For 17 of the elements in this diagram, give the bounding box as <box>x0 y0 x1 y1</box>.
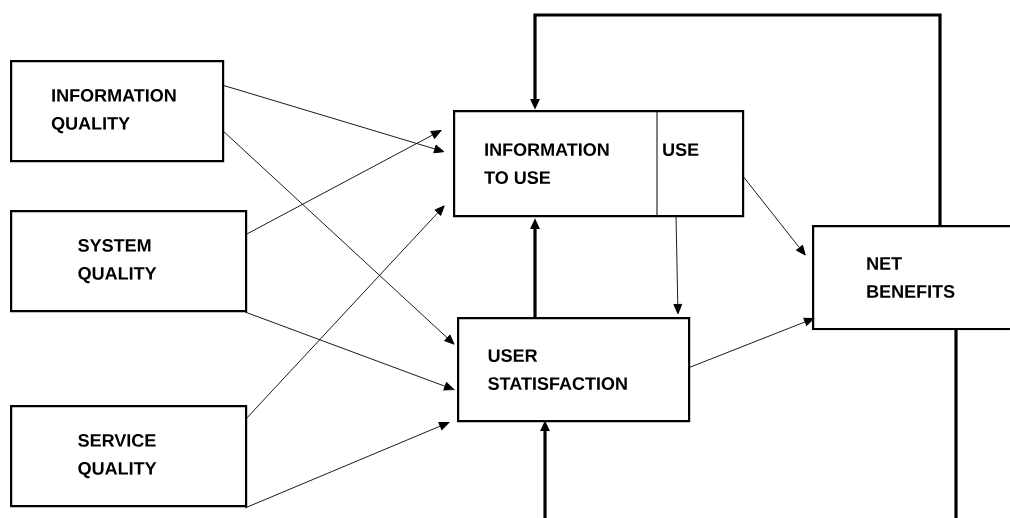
process-box: SERVICE QUALITY <box>10 405 248 508</box>
arrow <box>530 13 942 225</box>
arrow <box>221 84 445 154</box>
arrow <box>244 311 455 391</box>
arrow <box>244 130 442 236</box>
arrow <box>244 205 445 421</box>
arrow <box>540 328 958 518</box>
arrow <box>673 214 683 315</box>
process-box: USER STATISFACTION <box>457 317 691 423</box>
process-box: INFORMATION QUALITY <box>10 60 225 163</box>
arrow <box>741 174 806 256</box>
arrow <box>244 422 450 509</box>
process-box: SYSTEM QUALITY <box>10 210 248 313</box>
arrow <box>687 317 815 369</box>
process-box: INFORMATION TO USE USE <box>453 109 745 218</box>
process-box: NET BENEFITS <box>812 225 1010 331</box>
arrow <box>221 129 455 345</box>
